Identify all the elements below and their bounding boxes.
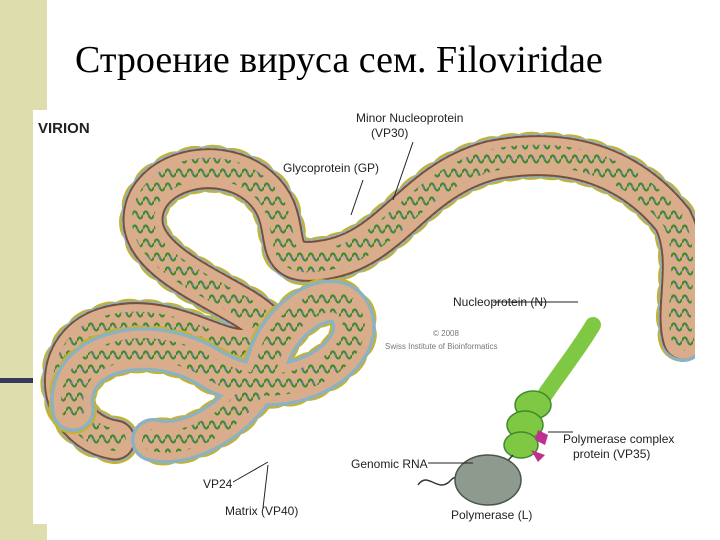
virion-diagram: VIRION Minor Nucleoprotein (VP30) Glycop… [33,110,707,524]
nucleocapsid-cluster [503,390,552,459]
slide-side-accent [0,378,47,383]
label-vp24: VP24 [203,477,233,491]
slide-title: Строение вируса сем. Filoviridae [75,39,603,81]
label-matrix: Matrix (VP40) [225,504,298,518]
copyright-institute: Swiss Institute of Bioinformatics [385,342,497,351]
nucleocapsid-helix [53,144,694,451]
label-glycoprotein: Glycoprotein (GP) [283,161,379,175]
label-minor-nucleoprotein-vp30: (VP30) [371,126,408,140]
copyright-year: © 2008 [433,329,459,338]
label-polymerase-complex-vp35: protein (VP35) [573,447,650,461]
leader-lines [232,141,578,509]
label-polymerase-complex: Polymerase complex [563,432,674,446]
virion-illustration: VIRION Minor Nucleoprotein (VP30) Glycop… [38,111,707,522]
diagram-heading: VIRION [38,120,90,137]
label-polymerase: Polymerase (L) [451,508,532,522]
label-minor-nucleoprotein: Minor Nucleoprotein [356,111,463,125]
label-genomic-rna: Genomic RNA [351,457,428,471]
polymerase-body [454,454,522,506]
nucleoprotein-strand [530,317,601,413]
vp35-protein [531,430,548,462]
label-nucleoprotein: Nucleoprotein (N) [453,295,547,309]
nucleocapsid-helix-loop [61,290,365,453]
